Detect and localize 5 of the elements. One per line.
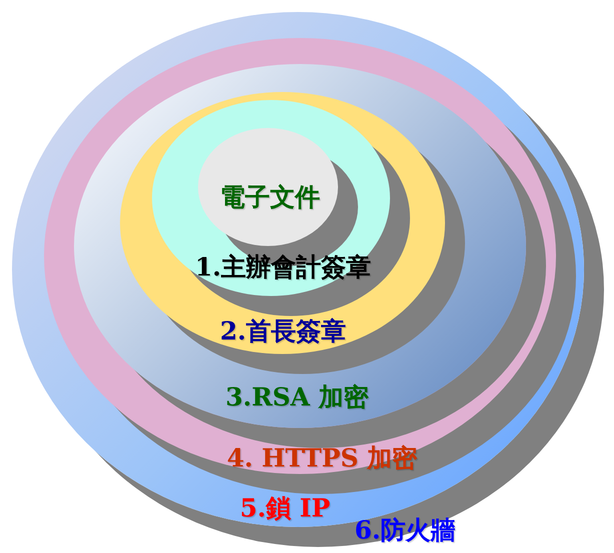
layer-label: 2.首長簽章 bbox=[220, 317, 346, 345]
layer-label: 3.RSA 加密 bbox=[225, 383, 369, 411]
layer-label: 電子文件 bbox=[220, 183, 320, 211]
layer-label: 5.鎖 IP bbox=[240, 494, 330, 522]
layer-label: 6.防火牆 bbox=[354, 516, 456, 544]
